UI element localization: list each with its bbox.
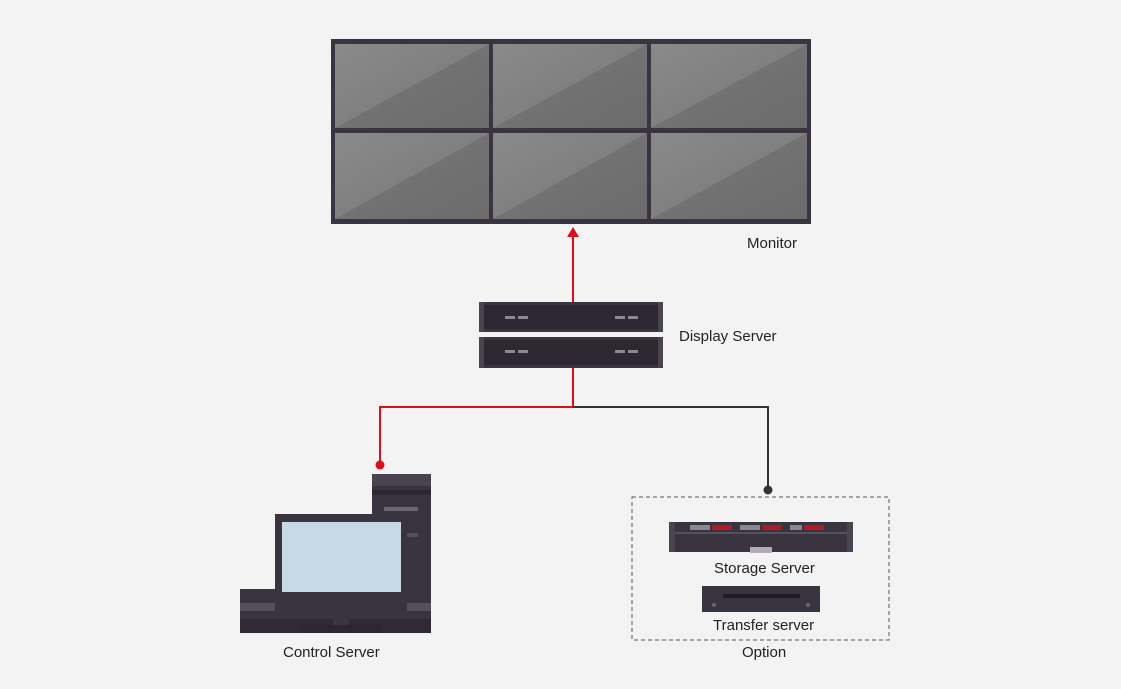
- wall-panel: [335, 44, 489, 128]
- transfer-server-label: Transfer server: [713, 617, 815, 634]
- rack-server-icon: [479, 302, 663, 368]
- connection-display-to-option: [573, 406, 773, 495]
- option-label: Option: [742, 644, 787, 661]
- connection-display-to-monitor: [567, 227, 579, 302]
- wall-panel: [493, 133, 647, 219]
- display-server-label: Display Server: [679, 328, 777, 345]
- desktop-pc-icon: [240, 474, 431, 633]
- transfer-box-icon: [702, 586, 820, 612]
- connection-display-to-control: [375, 368, 574, 470]
- storage-rack-icon: [669, 522, 853, 553]
- wall-panel: [493, 44, 647, 128]
- wall-panel: [651, 133, 807, 219]
- wall-panel: [335, 133, 489, 219]
- video-wall-icon: [331, 39, 811, 224]
- control-server-label: Control Server: [283, 644, 380, 661]
- wall-panel: [651, 44, 807, 128]
- storage-server-label: Storage Server: [714, 560, 815, 577]
- monitor-label: Monitor: [747, 235, 798, 252]
- option-box: [631, 496, 890, 641]
